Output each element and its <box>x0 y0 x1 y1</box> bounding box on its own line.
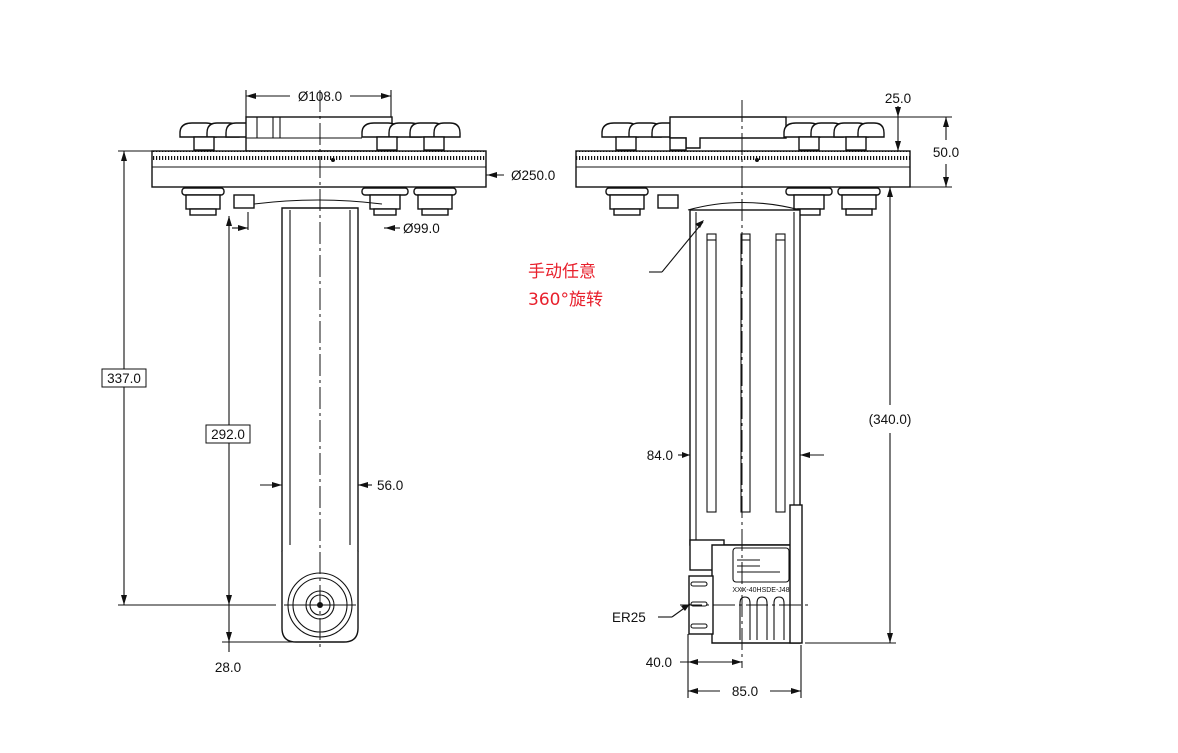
left-dimensions: Ø108.0 Ø250.0 Ø99.0 337.0 292.0 <box>101 89 555 675</box>
dim-reference-height: (340.0) <box>869 412 912 427</box>
rotation-annotation: 手动任意 360°旋转 <box>528 220 704 310</box>
dim-top-offset: 25.0 <box>885 91 911 106</box>
dim-spindle-to-bottom: 28.0 <box>215 660 241 675</box>
left-bottom-nuts <box>181 187 457 216</box>
right-view: XXX-40HSDE-J48 25.0 50.0 (340.0 <box>528 91 959 699</box>
right-top-bolts <box>601 116 885 151</box>
dim-flange-diameter: Ø250.0 <box>511 168 555 183</box>
dim-body-width-right: 84.0 <box>647 448 673 463</box>
right-dimensions: 25.0 50.0 (340.0) 84.0 40.0 85.0 <box>612 91 959 699</box>
dim-body-width: 56.0 <box>377 478 403 493</box>
annotation-line-2: 360°旋转 <box>528 290 603 310</box>
right-flange <box>575 150 911 188</box>
left-flange <box>151 150 487 188</box>
label-collet: ER25 <box>612 610 646 625</box>
right-body: XXX-40HSDE-J48 <box>680 100 808 668</box>
right-bottom-nuts <box>605 187 881 216</box>
dim-overall-width: 85.0 <box>732 684 758 699</box>
left-body <box>281 90 359 650</box>
nameplate-text: XXX-40HSDE-J48 <box>732 587 789 594</box>
dim-collet-offset: 40.0 <box>646 655 672 670</box>
annotation-line-1: 手动任意 <box>528 262 596 282</box>
dim-height-to-spindle: 292.0 <box>211 427 245 442</box>
left-view: Ø108.0 Ø250.0 Ø99.0 337.0 292.0 <box>101 89 555 675</box>
dim-bolt-circle: Ø108.0 <box>298 89 342 104</box>
dim-inner-diameter: Ø99.0 <box>403 221 440 236</box>
dim-overall-height: 337.0 <box>107 371 141 386</box>
dim-flange-stack-height: 50.0 <box>933 145 959 160</box>
left-top-bolts <box>179 116 461 152</box>
